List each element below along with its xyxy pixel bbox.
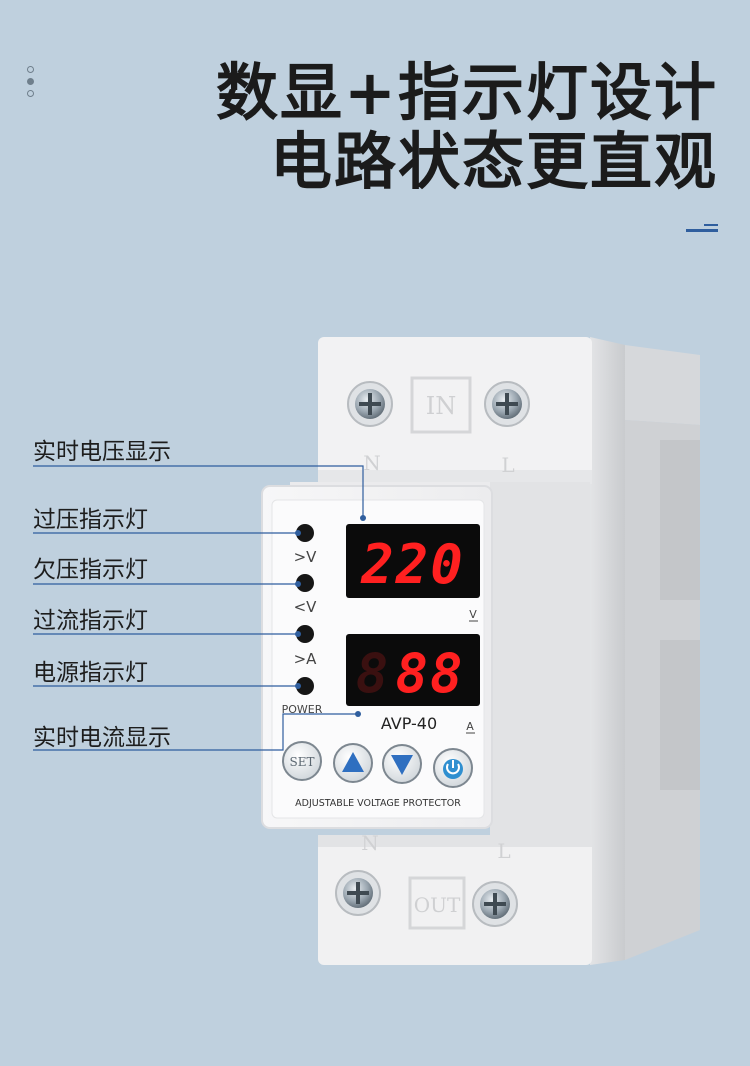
- screw-icon: [484, 381, 530, 427]
- in-label-box: [410, 376, 472, 434]
- callout-voltage-display: 实时电压显示: [33, 439, 171, 465]
- screw-icon: [472, 881, 518, 927]
- dot-active: [27, 78, 34, 85]
- screw-icon: [335, 870, 381, 916]
- indicator-label-oc: >A: [294, 650, 318, 668]
- power-led: [296, 677, 314, 695]
- led-indicators: [296, 524, 314, 695]
- l-label-bottom: L: [497, 839, 510, 863]
- triangle-up-icon: [342, 752, 364, 772]
- headline-line2: 电路状态更直观: [269, 125, 718, 199]
- callout-lines: [33, 465, 364, 751]
- current-reading: 88: [395, 642, 464, 705]
- headline: 数显+指示灯设计 电路状态更直观: [216, 58, 718, 197]
- pagination-dots: [27, 66, 34, 102]
- overcurrent-led: [296, 625, 314, 643]
- up-button[interactable]: [333, 743, 373, 783]
- callout-undervoltage-led: 欠压指示灯: [33, 557, 148, 583]
- device-body: [290, 337, 700, 965]
- out-label: OUT: [414, 893, 461, 917]
- callout-power-led: 电源指示灯: [33, 660, 148, 686]
- indicator-label-ov: >V: [294, 548, 318, 566]
- l-label-top: L: [501, 453, 514, 477]
- dot: [27, 90, 34, 97]
- set-button-label: SET: [290, 755, 315, 769]
- callout-current-display: 实时电流显示: [33, 725, 171, 751]
- accent-mark: [686, 224, 718, 235]
- overvoltage-led: [296, 524, 314, 542]
- n-label-bottom: N: [361, 831, 379, 855]
- model-number: AVP-40: [381, 714, 437, 733]
- voltage-reading: 220: [360, 533, 465, 596]
- callout-dots: [295, 515, 366, 717]
- voltage-display: [346, 524, 480, 598]
- in-label: IN: [426, 392, 456, 420]
- headline-line1: 数显+指示灯设计: [216, 56, 718, 129]
- screw-icon: [347, 381, 393, 427]
- callout-overvoltage-led: 过压指示灯: [33, 507, 148, 533]
- current-display: [346, 634, 480, 706]
- n-label-top: N: [363, 451, 381, 475]
- current-digit-off: 8: [356, 642, 389, 705]
- voltage-unit: V: [469, 608, 477, 621]
- set-button[interactable]: SET: [282, 741, 322, 781]
- down-button[interactable]: [382, 744, 422, 784]
- power-button[interactable]: [433, 748, 473, 788]
- current-unit: A: [466, 720, 474, 733]
- indicator-label-power: POWER: [282, 703, 323, 716]
- indicator-label-uv: <V: [294, 598, 318, 616]
- product-name: ADJUSTABLE VOLTAGE PROTECTOR: [295, 798, 461, 809]
- dot: [27, 66, 34, 73]
- triangle-down-icon: [391, 755, 413, 775]
- undervoltage-led: [296, 574, 314, 592]
- callout-overcurrent-led: 过流指示灯: [33, 608, 148, 634]
- out-label-box: [408, 876, 466, 930]
